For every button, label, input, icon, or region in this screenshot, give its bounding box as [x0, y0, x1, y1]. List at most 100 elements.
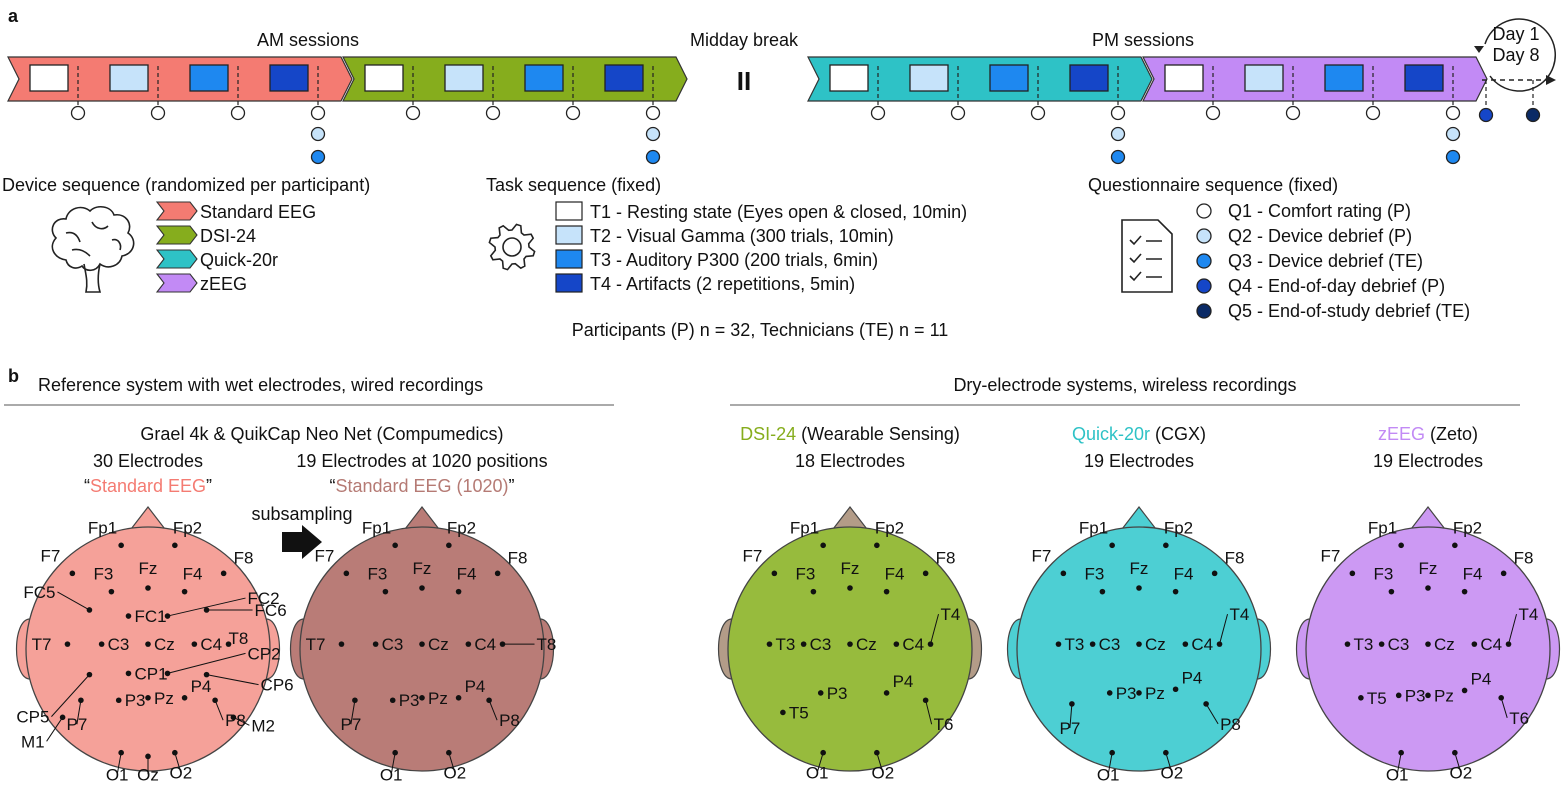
- electrode-dot: [1344, 641, 1351, 647]
- task-box: [524, 64, 564, 92]
- device-label: Standard EEG: [200, 202, 316, 222]
- electrode-label: P8: [499, 711, 520, 730]
- electrode-dot: [1461, 588, 1468, 595]
- electrode-leader: [1107, 752, 1113, 775]
- electrode-label: Cz: [856, 635, 877, 654]
- electrode-dot: [494, 570, 501, 577]
- q1-marker: [405, 105, 421, 121]
- electrode-leader: [1454, 752, 1462, 773]
- electrode-leader: [167, 652, 246, 674]
- device-swatch: [155, 273, 198, 293]
- electrode-label: Pz: [1434, 686, 1454, 705]
- quote-open: “: [84, 476, 90, 496]
- electrode-label: P4: [191, 677, 212, 696]
- electrode-dot: [1109, 542, 1115, 549]
- electrode-dot: [1425, 585, 1431, 591]
- task-box: [1404, 64, 1444, 92]
- electrode-dot: [1211, 570, 1218, 577]
- questionnaire-swatch: [1196, 253, 1212, 269]
- device-maker: (Wearable Sensing): [796, 424, 960, 444]
- electrode-dot: [191, 641, 198, 647]
- electrode-dot: [1136, 641, 1142, 647]
- electrode-dot: [1378, 641, 1385, 647]
- q1-marker: [565, 105, 581, 121]
- task-box: [444, 64, 484, 92]
- electrode-label: C4: [200, 635, 222, 654]
- participants-text: Participants (P) n = 32, Technicians (TE…: [572, 320, 949, 340]
- grael-line: Grael 4k & QuikCap Neo Net (Compumedics): [140, 424, 503, 444]
- electrode-dot: [1358, 695, 1364, 701]
- questionnaire-swatch: [1196, 278, 1212, 294]
- electrode-dot: [1099, 588, 1106, 595]
- electrode-label: F7: [315, 546, 335, 565]
- electrode-dot: [389, 697, 396, 704]
- electrode-label: F3: [367, 565, 387, 584]
- system-alias: “Standard EEG (1020)”: [329, 476, 514, 496]
- electrode-dot: [1136, 585, 1142, 591]
- electrode-label: Fz: [841, 559, 860, 578]
- electrode-label: Fp1: [362, 518, 391, 537]
- electrode-dot: [343, 570, 350, 577]
- task-label: T2 - Visual Gamma (300 trials, 10min): [590, 226, 894, 246]
- electrode-label: Pz: [154, 689, 174, 708]
- electrode-leader: [448, 752, 456, 773]
- electrode-label: Fz: [413, 559, 432, 578]
- scalp: [299, 526, 545, 772]
- electrode-dot: [352, 697, 358, 704]
- electrode-label: Cz: [154, 635, 175, 654]
- electrode-dot: [115, 697, 122, 704]
- electrode-label: T6: [934, 715, 954, 734]
- electrode-dot: [108, 588, 115, 595]
- electrode-label: P8: [1220, 715, 1241, 734]
- electrode-dot: [1163, 542, 1169, 549]
- electrode-dot: [893, 641, 900, 647]
- electrode-label: FC1: [134, 607, 166, 626]
- electrode-leader: [167, 597, 246, 617]
- task-box: [109, 64, 149, 92]
- q2-marker: [310, 126, 326, 142]
- electrode-label: Fp2: [875, 518, 904, 537]
- electrode-dot: [455, 588, 462, 595]
- electrode-label: O2: [443, 764, 466, 783]
- electrode-label: CP2: [248, 644, 281, 663]
- quote-close: ”: [206, 476, 212, 496]
- electrode-dot: [1425, 641, 1431, 647]
- electrode-dot: [145, 585, 151, 591]
- electrode-dot: [1106, 690, 1113, 696]
- electrode-label: Cz: [428, 635, 449, 654]
- electrode-dot: [69, 570, 76, 577]
- electrode-dot: [125, 670, 132, 677]
- q1-marker: [1285, 105, 1301, 121]
- electrode-dot: [118, 542, 124, 549]
- q1-marker: [1110, 105, 1126, 121]
- questionnaire-swatch: [1196, 303, 1212, 319]
- electrode-label: T6: [1509, 709, 1529, 728]
- electrode-dot: [1452, 749, 1458, 756]
- q2-marker: [1110, 126, 1126, 142]
- electrode-label: T5: [1367, 689, 1387, 708]
- electrode-leader: [930, 613, 940, 645]
- questionnaire-swatch: [1196, 228, 1212, 244]
- electrode-label: Cz: [1434, 635, 1455, 654]
- system-alias: “Standard EEG”: [84, 476, 212, 496]
- electrode-dot: [766, 641, 773, 647]
- questionnaire-label: Q5 - End-of-study debrief (TE): [1228, 301, 1470, 321]
- electrode-label: P3: [125, 691, 146, 710]
- electrode-dot: [64, 641, 71, 647]
- device-swatch: [155, 249, 198, 269]
- questionnaire-swatch: [1196, 203, 1212, 219]
- electrode-dot: [1089, 641, 1096, 647]
- electrode-label: CP5: [16, 708, 49, 727]
- electrode-leader: [1500, 697, 1508, 718]
- electrode-leader: [206, 674, 259, 686]
- electrode-label: F4: [1174, 565, 1194, 584]
- electrode-label: O1: [380, 766, 403, 785]
- electrode-label: P3: [1116, 684, 1137, 703]
- device-name: Quick-20r: [1072, 424, 1150, 444]
- q1-marker: [870, 105, 886, 121]
- electrode-label: T3: [1353, 635, 1373, 654]
- electrode-dot: [98, 641, 105, 647]
- dry-systems-title: Dry-electrode systems, wireless recordin…: [953, 375, 1296, 395]
